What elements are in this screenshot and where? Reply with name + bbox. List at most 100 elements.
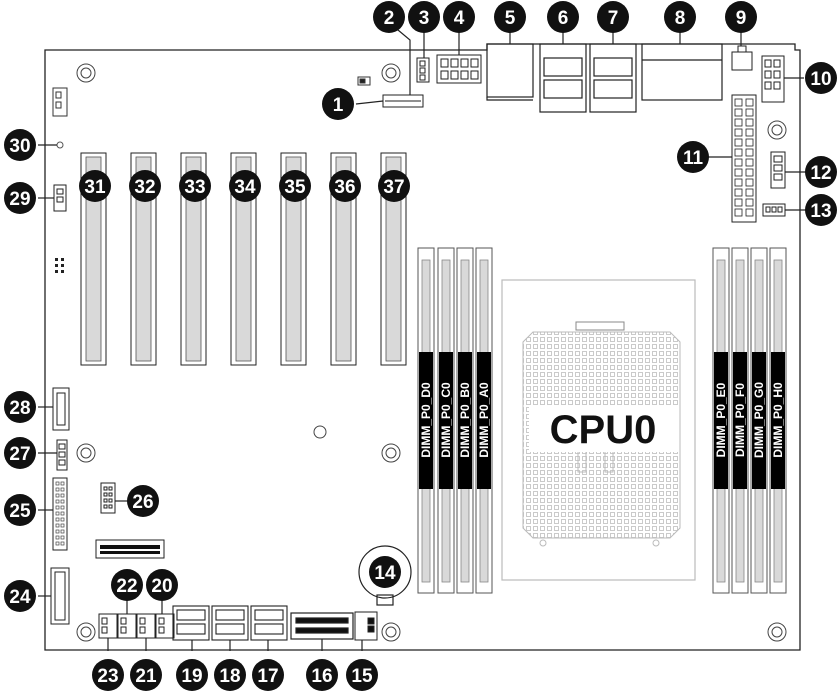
connector-12 <box>770 151 786 189</box>
callout-marker: 15 <box>346 659 378 691</box>
callout-marker: 31 <box>79 170 111 202</box>
callout-number: 27 <box>9 444 30 465</box>
callout-marker: 29 <box>4 182 36 214</box>
callout-number: 7 <box>608 8 619 29</box>
mounting-hole <box>76 63 96 83</box>
usb-port <box>172 605 210 641</box>
callout-number: 37 <box>383 177 404 198</box>
callout-marker: 32 <box>129 170 161 202</box>
callout-marker: 9 <box>725 1 757 33</box>
dimm-label: DIMM_P0_E0 <box>714 382 728 457</box>
connector-16 <box>290 612 354 640</box>
battery-14 <box>358 545 412 606</box>
connector-11 <box>731 94 757 223</box>
callout-marker: 37 <box>378 170 410 202</box>
connector-24 <box>50 567 70 625</box>
callout-number: 17 <box>257 666 278 687</box>
rear-io-8 <box>641 43 723 101</box>
callout-marker: 22 <box>111 569 143 601</box>
callout-number: 34 <box>234 177 256 198</box>
callout-marker: 4 <box>443 1 475 33</box>
callout-marker: 6 <box>547 1 579 33</box>
mounting-hole <box>767 120 787 140</box>
dimm-slot: DIMM_P0_C0 <box>437 247 455 594</box>
callout-marker: 35 <box>279 170 311 202</box>
mounting-hole <box>381 63 401 83</box>
dimm-slot: DIMM_P0_B0 <box>456 247 474 594</box>
connector-27 <box>56 439 68 471</box>
callout-marker: 28 <box>4 391 36 423</box>
led-30 <box>56 141 64 149</box>
dimm-label: DIMM_P0_D0 <box>419 382 433 458</box>
connector-1 <box>382 94 424 108</box>
callout-number: 20 <box>151 576 172 597</box>
callout-number: 22 <box>116 576 137 597</box>
connector-25 <box>52 477 68 551</box>
callout-marker: 20 <box>146 569 178 601</box>
callout-marker: 8 <box>664 1 696 33</box>
dimm-label: DIMM_P0_C0 <box>439 382 453 458</box>
mounting-hole <box>767 622 787 642</box>
connector-29 <box>53 184 67 212</box>
dimm-slot: DIMM_P0_D0 <box>417 247 435 594</box>
usb-port <box>250 605 288 641</box>
connector-28 <box>52 387 70 431</box>
connector-10 <box>761 55 785 103</box>
callout-marker: 25 <box>4 494 36 526</box>
fan-connectors-bottom <box>98 613 175 639</box>
callout-number: 4 <box>454 8 465 29</box>
callout-number: 24 <box>9 587 31 608</box>
callout-marker: 11 <box>677 141 709 173</box>
callout-number: 14 <box>374 563 396 584</box>
rear-io-7 <box>589 43 637 113</box>
callout-marker: 10 <box>805 62 837 94</box>
callout-number: 15 <box>351 666 373 687</box>
callout-number: 6 <box>558 8 569 29</box>
jumpers-left <box>55 258 64 273</box>
callout-marker: 33 <box>179 170 211 202</box>
callout-marker: 16 <box>306 659 338 691</box>
callout-number: 9 <box>736 8 747 29</box>
callout-number: 19 <box>181 666 202 687</box>
callout-marker: 13 <box>805 194 837 226</box>
callout-marker: 7 <box>597 1 629 33</box>
pins-25 <box>55 481 65 546</box>
callout-number: 29 <box>9 189 30 210</box>
dimm-label: DIMM_P0_H0 <box>771 382 785 458</box>
mounting-hole <box>313 425 327 439</box>
top-left-components <box>52 76 371 117</box>
callout-number: 31 <box>84 177 106 198</box>
cpu-label: CPU0 <box>550 408 657 452</box>
rear-io-6 <box>539 43 587 113</box>
callout-number: 3 <box>419 8 430 29</box>
callout-marker: 21 <box>130 659 162 691</box>
callout-marker: 24 <box>4 580 36 612</box>
atx-pins <box>734 98 754 217</box>
callout-marker: 1 <box>322 88 354 120</box>
usb-ports <box>172 605 288 641</box>
callout-number: 28 <box>9 398 30 419</box>
dimm-slot: DIMM_P0_F0 <box>731 247 749 594</box>
callout-number: 30 <box>9 136 30 157</box>
connector-26 <box>100 482 116 514</box>
callout-marker: 5 <box>494 1 526 33</box>
mounting-hole <box>381 622 401 642</box>
connector-3 <box>416 57 430 83</box>
dimm-label: DIMM_P0_B0 <box>458 382 472 458</box>
callout-number: 21 <box>135 666 157 687</box>
dimm-slot: DIMM_P0_G0 <box>750 247 768 594</box>
mounting-hole <box>76 443 96 463</box>
callout-marker: 30 <box>4 129 36 161</box>
dimm-label: DIMM_P0_G0 <box>752 382 766 458</box>
mounting-hole <box>76 622 96 642</box>
cpu-socket: CPU0 <box>501 279 696 581</box>
dimm-slot: DIMM_P0_A0 <box>475 247 493 594</box>
callout-number: 23 <box>97 666 118 687</box>
callout-number: 18 <box>219 666 240 687</box>
dimm-slot: DIMM_P0_H0 <box>769 247 787 594</box>
m2-connector <box>95 539 165 559</box>
callout-number: 26 <box>132 492 153 513</box>
callout-marker: 3 <box>408 1 440 33</box>
